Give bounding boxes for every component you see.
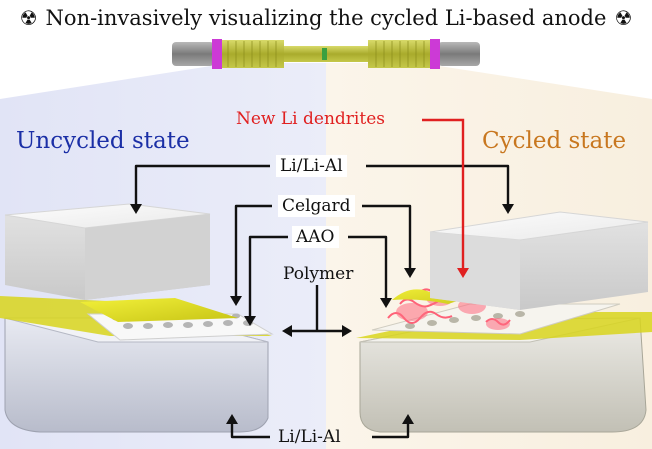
- new-li-dendrites-label: New Li dendrites: [236, 109, 385, 129]
- title-text: Non-invasively visualizing the cycled Li…: [45, 6, 607, 30]
- arrow-celgard-right: [362, 204, 412, 270]
- arrow-li-top-right: [366, 164, 510, 206]
- figure-title: ☢ Non-invasively visualizing the cycled …: [0, 3, 652, 33]
- li-li-al-top-label: Li/Li-Al: [276, 155, 347, 177]
- cycled-state-label: Cycled state: [482, 128, 627, 154]
- cycled-cell-stack: [356, 211, 652, 433]
- aao-label: AAO: [292, 226, 339, 248]
- celgard-label: Celgard: [278, 195, 355, 217]
- cell-rod-illustration: [172, 39, 480, 69]
- radiation-icon: ☢: [19, 6, 38, 30]
- arrow-li-top-left: [134, 164, 270, 206]
- li-li-al-bottom-label: Li/Li-Al: [278, 427, 341, 447]
- radiation-icon: ☢: [614, 6, 633, 30]
- uncycled-cell-stack: [0, 203, 274, 433]
- arrow-aao-left: [248, 235, 288, 318]
- arrow-new-dendrites: [422, 118, 465, 270]
- arrow-aao-right: [348, 235, 388, 300]
- arrow-celgard-left: [234, 204, 272, 298]
- arrow-li-bottom-right: [372, 422, 410, 439]
- polymer-label: Polymer: [283, 264, 354, 284]
- arrow-li-bottom-left: [230, 422, 270, 439]
- uncycled-state-label: Uncycled state: [16, 128, 190, 154]
